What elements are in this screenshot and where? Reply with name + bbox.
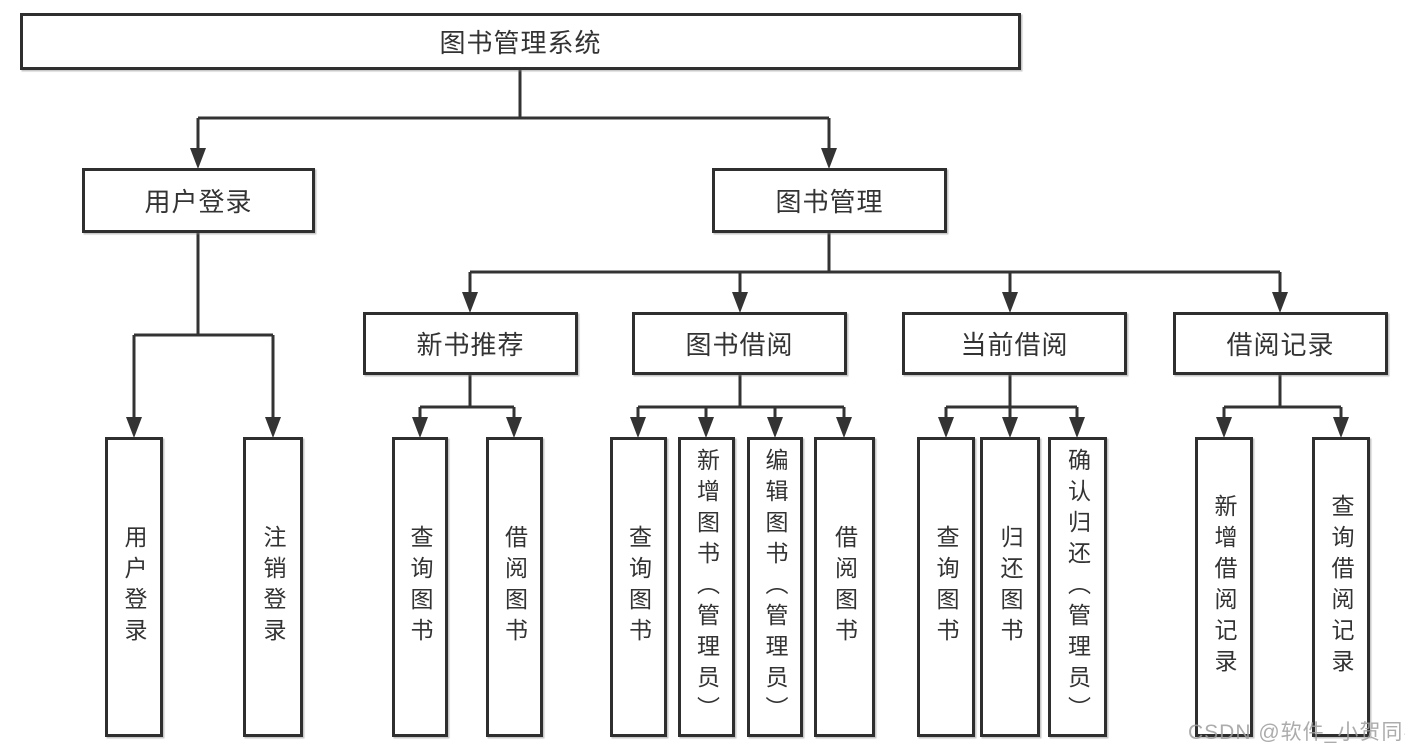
leaf-return-books: 归还图书	[980, 437, 1040, 737]
leaf-add-books-admin: 新增图书（管理员）	[678, 437, 735, 737]
leaf-edit-books-admin: 编辑图书（管理员）	[747, 437, 803, 737]
leaf-logout: 注销登录	[243, 437, 303, 737]
node-user-login: 用户登录	[82, 168, 315, 233]
leaf-borrow-books: 借阅图书	[814, 437, 875, 737]
leaf-query-books-recommend: 查询图书	[392, 437, 448, 737]
node-book-borrowing: 图书借阅	[632, 312, 847, 375]
node-current-borrowing: 当前借阅	[902, 312, 1127, 375]
node-book-management: 图书管理	[712, 168, 947, 233]
node-borrowing-records: 借阅记录	[1173, 312, 1388, 375]
leaf-user-login: 用户登录	[105, 437, 163, 737]
leaf-query-books-borrowing: 查询图书	[610, 437, 667, 737]
leaf-query-books-current: 查询图书	[917, 437, 975, 737]
csdn-watermark: CSDN @软件_小贺同学	[1188, 721, 1405, 744]
leaf-add-borrow-record: 新增借阅记录	[1195, 437, 1253, 737]
leaf-confirm-return-admin: 确认归还（管理员）	[1048, 437, 1107, 737]
node-library-system: 图书管理系统	[20, 13, 1021, 70]
leaf-borrow-books-recommend: 借阅图书	[486, 437, 543, 737]
leaf-query-borrow-record: 查询借阅记录	[1312, 437, 1370, 737]
node-new-book-recommend: 新书推荐	[363, 312, 578, 375]
